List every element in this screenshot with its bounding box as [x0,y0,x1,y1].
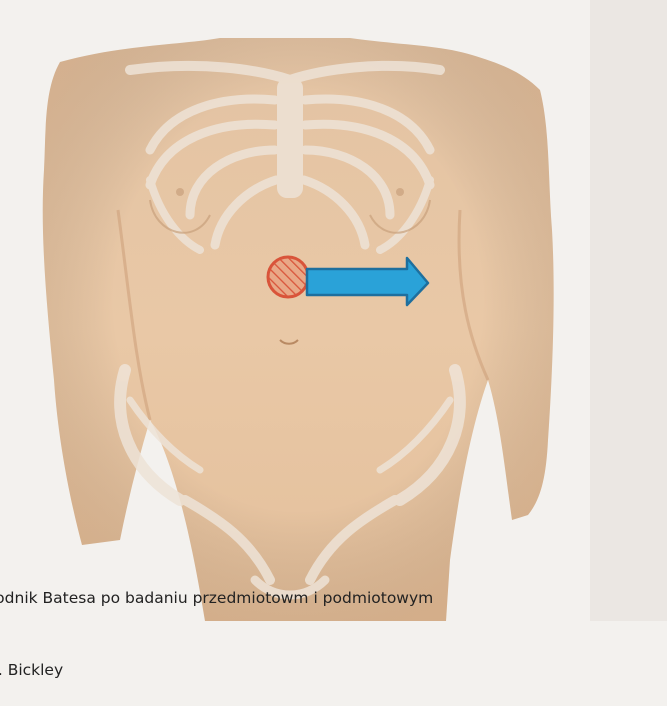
caption: vodnik Batesa po badaniu przedmiotowm i … [0,538,667,706]
anatomy-illustration [0,0,667,621]
caption-line-1: vodnik Batesa po badaniu przedmiotowm i … [0,586,667,610]
caption-line-2: S. Bickley [0,658,667,682]
hatched-circle-icon [268,257,308,297]
